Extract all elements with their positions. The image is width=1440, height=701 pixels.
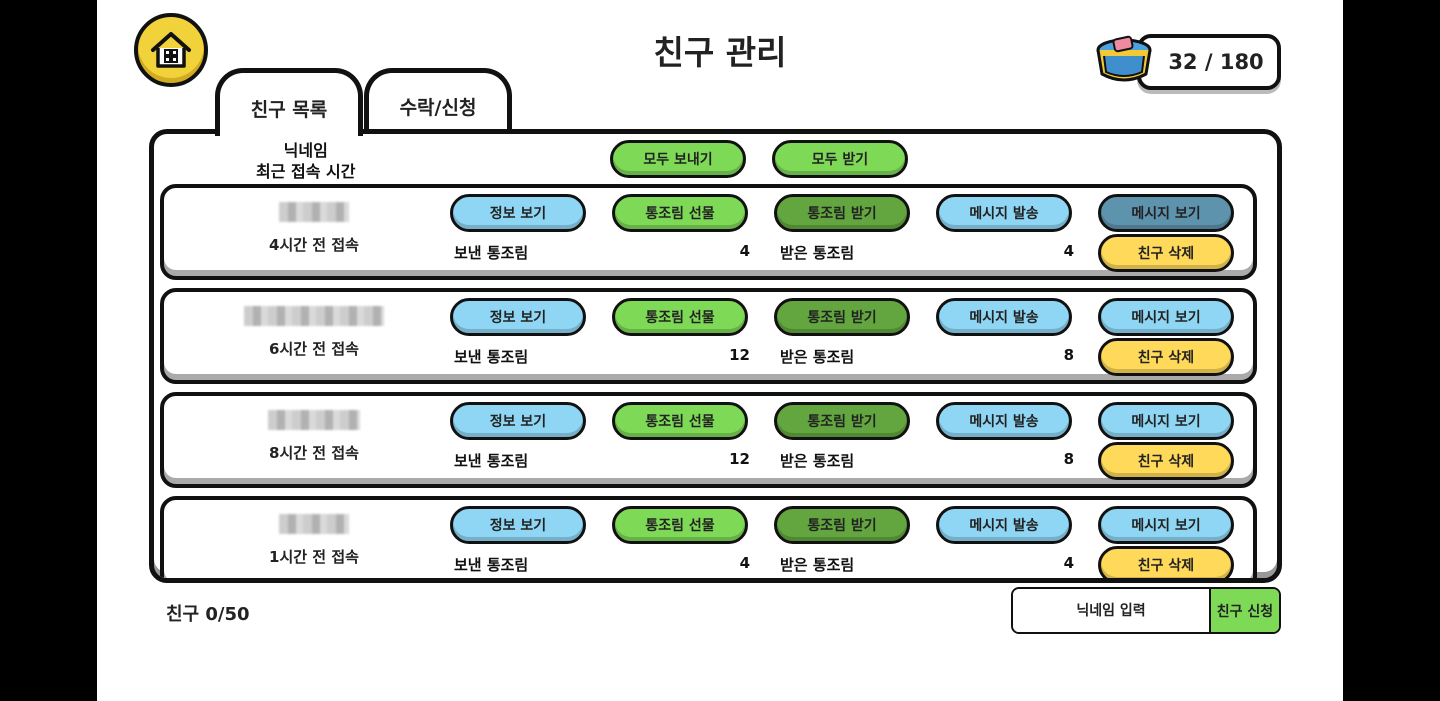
friend-last-login: 4시간 전 접속 [269, 236, 359, 254]
info-button[interactable]: 정보 보기 [450, 194, 586, 232]
friend-nickname-blurred [164, 410, 464, 430]
friend-nickname-blurred [164, 514, 464, 534]
friend-request-button[interactable]: 친구 신청 [1209, 589, 1279, 632]
tab-friend-list[interactable]: 친구 목록 [215, 68, 363, 136]
friend-management-screen: 친구 관리 32 / 180 친구 목록 수락/신청 닉네임 최근 접속 시간 … [97, 0, 1343, 701]
sent-food-label: 보낸 통조림 [454, 452, 529, 470]
friend-nickname-blurred [164, 306, 464, 326]
received-food-label: 받은 통조림 [780, 244, 855, 262]
received-food-value: 4 [1063, 554, 1074, 572]
info-button[interactable]: 정보 보기 [450, 506, 586, 544]
friend-nickname-blurred [164, 202, 464, 222]
sent-food-value: 12 [729, 450, 750, 468]
send-message-button[interactable]: 메시지 발송 [936, 298, 1072, 336]
friend-list-panel: 닉네임 최근 접속 시간 모두 보내기 모두 받기 4시간 전 접속 정보 보기… [149, 129, 1282, 583]
tab-accept-request[interactable]: 수락/신청 [364, 68, 512, 132]
view-message-button[interactable]: 메시지 보기 [1098, 506, 1234, 544]
send-message-button[interactable]: 메시지 발송 [936, 506, 1072, 544]
friend-last-login: 1시간 전 접속 [269, 548, 359, 566]
food-count-text: 32 / 180 [1168, 50, 1264, 74]
received-food-label: 받은 통조림 [780, 452, 855, 470]
nickname-input[interactable] [1013, 589, 1209, 632]
receive-food-button[interactable]: 통조림 받기 [774, 402, 910, 440]
friend-count: 친구 0/50 [166, 604, 250, 625]
receive-food-button[interactable]: 통조림 받기 [774, 194, 910, 232]
received-food-value: 8 [1063, 346, 1074, 364]
friend-row: 1시간 전 접속 정보 보기 통조림 선물 통조림 받기 메시지 발송 메시지 … [160, 496, 1257, 578]
gift-food-button[interactable]: 통조림 선물 [612, 506, 748, 544]
send-message-button[interactable]: 메시지 발송 [936, 402, 1072, 440]
gift-food-button[interactable]: 통조림 선물 [612, 402, 748, 440]
gift-food-button[interactable]: 통조림 선물 [612, 194, 748, 232]
received-food-value: 8 [1063, 450, 1074, 468]
sent-food-label: 보낸 통조림 [454, 348, 529, 366]
sent-food-label: 보낸 통조림 [454, 244, 529, 262]
received-food-label: 받은 통조림 [780, 556, 855, 574]
food-counter: 32 / 180 [1137, 34, 1281, 90]
last-login-header: 최근 접속 시간 [256, 162, 356, 181]
friend-row: 6시간 전 접속 정보 보기 통조림 선물 통조림 받기 메시지 발송 메시지 … [160, 288, 1257, 384]
received-food-label: 받은 통조림 [780, 348, 855, 366]
column-header: 닉네임 최근 접속 시간 [256, 140, 355, 182]
sent-food-value: 4 [739, 554, 750, 572]
send-message-button[interactable]: 메시지 발송 [936, 194, 1072, 232]
home-icon [151, 32, 191, 68]
nickname-header: 닉네임 [283, 141, 328, 160]
sent-food-label: 보낸 통조림 [454, 556, 529, 574]
view-message-button[interactable]: 메시지 보기 [1098, 194, 1234, 232]
friend-row: 8시간 전 접속 정보 보기 통조림 선물 통조림 받기 메시지 발송 메시지 … [160, 392, 1257, 488]
received-food-value: 4 [1063, 242, 1074, 260]
info-button[interactable]: 정보 보기 [450, 402, 586, 440]
delete-friend-button[interactable]: 친구 삭제 [1098, 546, 1234, 578]
view-message-button[interactable]: 메시지 보기 [1098, 402, 1234, 440]
food-can-icon [1096, 35, 1152, 82]
home-button[interactable] [134, 13, 208, 87]
friend-row: 4시간 전 접속 정보 보기 통조림 선물 통조림 받기 메시지 발송 메시지 … [160, 184, 1257, 280]
receive-all-button[interactable]: 모두 받기 [772, 140, 908, 178]
sent-food-value: 12 [729, 346, 750, 364]
gift-food-button[interactable]: 통조림 선물 [612, 298, 748, 336]
receive-food-button[interactable]: 통조림 받기 [774, 298, 910, 336]
friend-last-login: 6시간 전 접속 [269, 340, 359, 358]
sent-food-value: 4 [739, 242, 750, 260]
delete-friend-button[interactable]: 친구 삭제 [1098, 234, 1234, 272]
send-all-button[interactable]: 모두 보내기 [610, 140, 746, 178]
delete-friend-button[interactable]: 친구 삭제 [1098, 338, 1234, 376]
view-message-button[interactable]: 메시지 보기 [1098, 298, 1234, 336]
friend-request-form: 친구 신청 [1011, 587, 1281, 634]
page-title: 친구 관리 [653, 33, 787, 72]
friend-last-login: 8시간 전 접속 [269, 444, 359, 462]
receive-food-button[interactable]: 통조림 받기 [774, 506, 910, 544]
info-button[interactable]: 정보 보기 [450, 298, 586, 336]
delete-friend-button[interactable]: 친구 삭제 [1098, 442, 1234, 480]
